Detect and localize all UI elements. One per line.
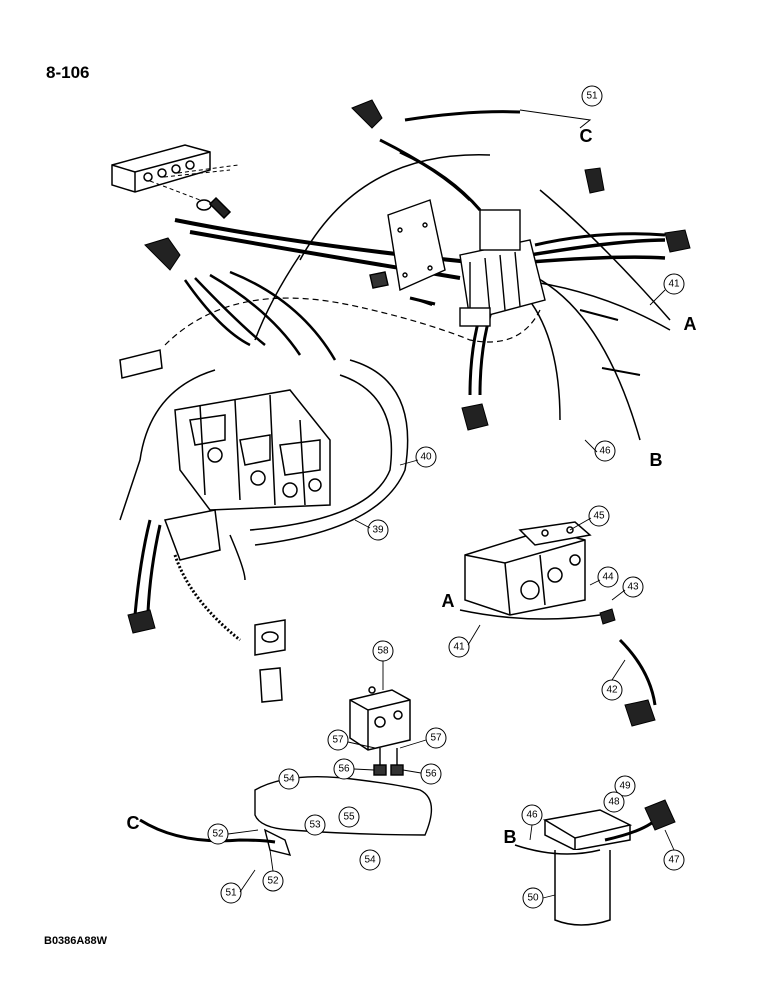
callout-43: 43 <box>622 576 644 598</box>
svg-text:51: 51 <box>586 91 598 102</box>
svg-text:45: 45 <box>593 511 605 522</box>
reference-letters: C A B A C B <box>127 126 697 847</box>
svg-text:57: 57 <box>332 735 344 746</box>
svg-text:41: 41 <box>453 642 465 653</box>
ref-letter-c-low: C <box>127 813 140 833</box>
callout-54-top: 54 <box>278 768 300 790</box>
callout-50: 50 <box>522 887 544 909</box>
callout-52-low: 52 <box>262 870 284 892</box>
svg-text:50: 50 <box>527 893 539 904</box>
dashed-harness <box>164 297 541 346</box>
svg-text:42: 42 <box>606 685 618 696</box>
filter-canister <box>514 809 662 926</box>
svg-text:54: 54 <box>283 774 295 785</box>
callout-44: 44 <box>597 566 619 588</box>
svg-text:52: 52 <box>267 876 279 887</box>
svg-text:53: 53 <box>309 820 321 831</box>
callout-46-top: 46 <box>594 440 616 462</box>
callout-56-left: 56 <box>333 758 355 780</box>
leader-lines <box>227 289 675 899</box>
svg-text:51: 51 <box>225 888 237 899</box>
control-valve-assembly <box>119 349 331 703</box>
manifold-block <box>111 144 239 220</box>
callouts: 51 41 46 40 39 45 44 43 <box>207 85 685 909</box>
svg-text:52: 52 <box>212 829 224 840</box>
callout-41-top: 41 <box>663 273 685 295</box>
callout-51-top: 51 <box>581 85 603 107</box>
svg-text:56: 56 <box>425 769 437 780</box>
svg-text:48: 48 <box>608 797 620 808</box>
callout-55: 55 <box>338 806 360 828</box>
svg-text:40: 40 <box>420 452 432 463</box>
callout-52-left: 52 <box>207 823 229 845</box>
callout-46-low: 46 <box>521 804 543 826</box>
ref-letter-a-top: A <box>684 314 697 334</box>
valve-bracket <box>369 199 546 327</box>
callout-45: 45 <box>588 505 610 527</box>
ref-letter-b-low: B <box>504 827 517 847</box>
auxiliary-valve-block <box>464 521 592 616</box>
svg-text:58: 58 <box>377 646 389 657</box>
ref-letter-a-mid: A <box>442 591 455 611</box>
callout-40: 40 <box>415 446 437 468</box>
callout-39: 39 <box>367 519 389 541</box>
svg-text:46: 46 <box>599 446 611 457</box>
callout-57-left: 57 <box>327 729 349 751</box>
page-number: 8-106 <box>46 63 89 82</box>
callout-53: 53 <box>304 814 326 836</box>
bolts <box>411 297 641 376</box>
callout-49: 49 <box>614 775 636 797</box>
ref-letter-b-top: B <box>650 450 663 470</box>
callout-47: 47 <box>663 849 685 871</box>
callout-58: 58 <box>372 640 394 662</box>
svg-text:46: 46 <box>526 810 538 821</box>
svg-text:54: 54 <box>364 855 376 866</box>
callout-51-low: 51 <box>220 882 242 904</box>
svg-text:57: 57 <box>430 733 442 744</box>
relief-valve-block <box>349 686 411 751</box>
svg-text:39: 39 <box>372 525 384 536</box>
svg-text:44: 44 <box>602 572 614 583</box>
callout-41-low: 41 <box>448 636 470 658</box>
svg-text:55: 55 <box>343 812 355 823</box>
callout-42: 42 <box>601 679 623 701</box>
ref-letter-c-top: C <box>580 126 593 146</box>
callout-48: 48 <box>603 791 625 813</box>
svg-text:41: 41 <box>668 279 680 290</box>
callout-56-right: 56 <box>420 763 442 785</box>
drawing-code: B0386A88W <box>44 935 108 947</box>
callout-54-low: 54 <box>359 849 381 871</box>
fittings-cluster <box>139 748 433 856</box>
svg-text:47: 47 <box>668 855 680 866</box>
svg-text:43: 43 <box>627 582 639 593</box>
svg-text:49: 49 <box>619 781 631 792</box>
elbow-fittings <box>127 99 691 831</box>
callout-57-right: 57 <box>425 727 447 749</box>
svg-text:56: 56 <box>338 764 350 775</box>
